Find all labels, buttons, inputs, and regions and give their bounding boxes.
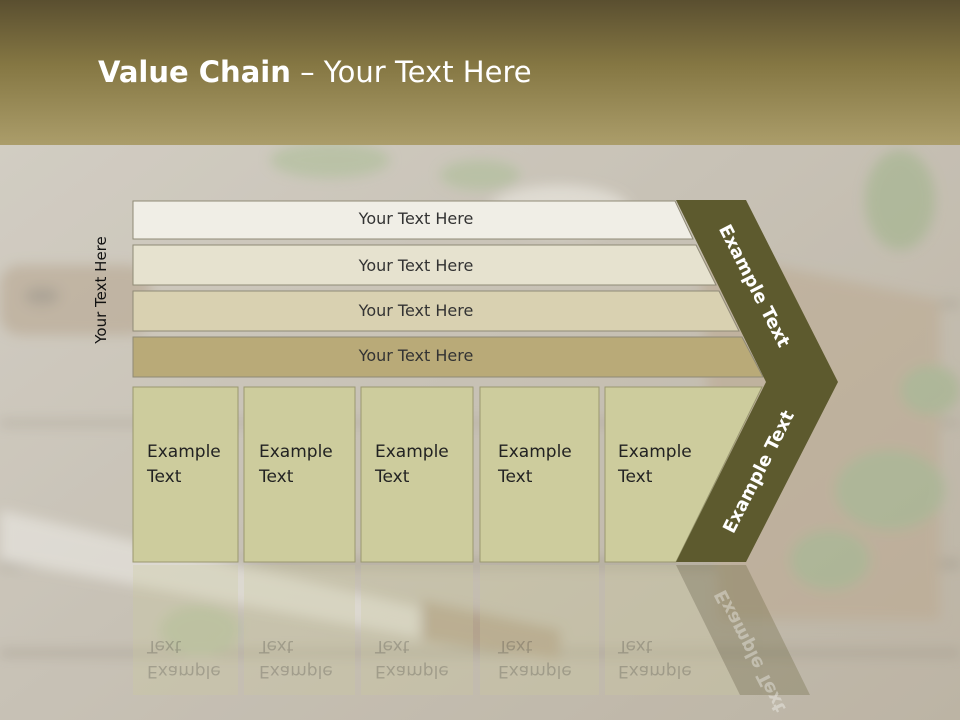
- title-rest: – Your Text Here: [290, 55, 532, 89]
- reflection-text-2-line2: Text: [259, 636, 294, 656]
- activity-box-2-line2: Text: [259, 467, 294, 487]
- reflection-box-2: [244, 565, 355, 695]
- reflection-text-4-line1: Example: [498, 661, 572, 681]
- activity-box-3[interactable]: [360, 386, 474, 563]
- reflection-text-3-line2: Text: [375, 636, 410, 656]
- activity-box-4[interactable]: [479, 386, 600, 563]
- slide-title: Value Chain – Your Text Here: [98, 55, 532, 89]
- reflection-text-4-line2: Text: [498, 636, 533, 656]
- activity-box-5-line2: Text: [618, 467, 653, 487]
- reflection-box-5: [605, 565, 740, 695]
- layer-bar-3[interactable]: [132, 290, 740, 332]
- reflection-box-3: [361, 565, 473, 695]
- layer-bar-1[interactable]: [132, 200, 694, 240]
- activity-box-1-line2: Text: [147, 467, 182, 487]
- activity-box-3-line1: Example: [375, 442, 449, 462]
- reflection-text-1: Example Text: [147, 633, 221, 683]
- activity-box-1-label: Example Text: [147, 440, 221, 490]
- activity-box-5-label: Example Text: [618, 440, 692, 490]
- activity-box-3-line2: Text: [375, 467, 410, 487]
- activity-box-2-line1: Example: [259, 442, 333, 462]
- header-band: [0, 0, 960, 145]
- activity-box-2[interactable]: [243, 386, 356, 563]
- activity-box-3-label: Example Text: [375, 440, 449, 490]
- activity-box-5-line1: Example: [618, 442, 692, 462]
- reflection-text-2: Example Text: [259, 633, 333, 683]
- side-label: Your Text Here: [92, 236, 110, 344]
- reflection-text-4: Example Text: [498, 633, 572, 683]
- layer-bar-2[interactable]: [132, 244, 717, 286]
- reflection-text-3: Example Text: [375, 633, 449, 683]
- layer-bar-4-label: Your Text Here: [358, 346, 474, 365]
- reflection-text-1-line1: Example: [147, 661, 221, 681]
- title-bold: Value Chain: [98, 55, 291, 89]
- layer-bar-3-label: Your Text Here: [358, 301, 474, 320]
- activity-box-1[interactable]: [132, 386, 239, 563]
- diagram-reflection: [133, 565, 810, 695]
- layer-bar-4[interactable]: [132, 336, 764, 378]
- reflection-text-2-line1: Example: [259, 661, 333, 681]
- reflection-text-1-line2: Text: [147, 636, 182, 656]
- reflection-box-1: [133, 565, 238, 695]
- reflection-text-5-line1: Example: [618, 661, 692, 681]
- reflection-box-4: [480, 565, 599, 695]
- activity-box-1-line1: Example: [147, 442, 221, 462]
- reflection-arrow: [676, 565, 810, 695]
- layer-bar-2-label: Your Text Here: [358, 256, 474, 275]
- activity-box-2-label: Example Text: [259, 440, 333, 490]
- layer-bar-1-label: Your Text Here: [358, 209, 474, 228]
- activity-box-4-line1: Example: [498, 442, 572, 462]
- reflection-text-5: Example Text: [618, 633, 692, 683]
- activity-box-4-line2: Text: [498, 467, 533, 487]
- activity-box-4-label: Example Text: [498, 440, 572, 490]
- margin-chevron[interactable]: [676, 200, 838, 562]
- reflection-text-3-line1: Example: [375, 661, 449, 681]
- reflection-text-5-line2: Text: [618, 636, 653, 656]
